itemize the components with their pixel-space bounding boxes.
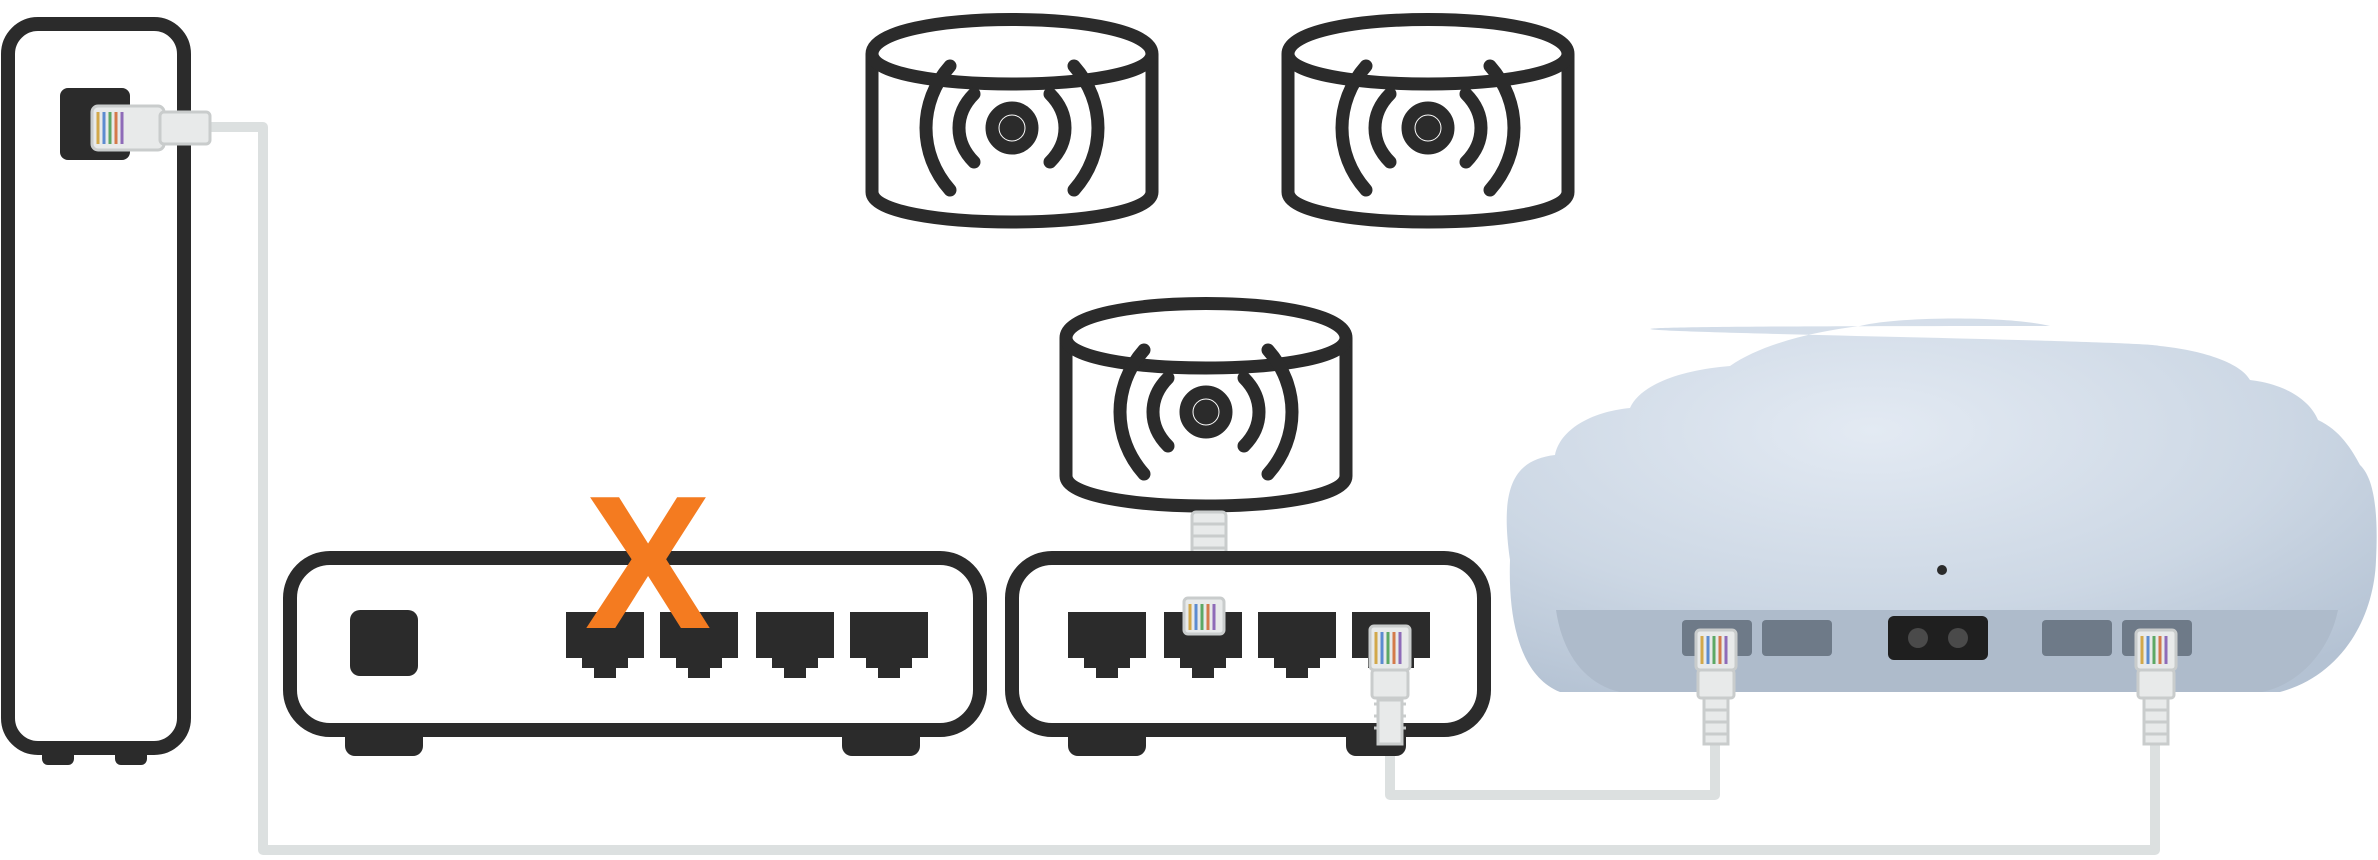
wireless-access-point-icon xyxy=(919,59,1105,197)
ethernet-port xyxy=(1068,612,1146,678)
router-port xyxy=(1762,620,1832,656)
ethernet-port xyxy=(566,612,644,678)
ethernet-port xyxy=(1258,612,1336,678)
wireless-access-point-icon xyxy=(1335,59,1521,197)
mesh-router-plug-left xyxy=(1694,628,1738,746)
switch-left-button xyxy=(350,610,418,676)
mesh-router-led xyxy=(1937,565,1947,575)
modem xyxy=(1,17,212,765)
modem-to-router-cable xyxy=(210,122,2160,855)
ethernet-port xyxy=(850,612,928,678)
wireless-access-point-icon xyxy=(1113,343,1299,481)
switch-right-body xyxy=(1005,551,1491,737)
router-power-port xyxy=(1888,616,1988,660)
switch-to-router-cable xyxy=(1385,720,1720,800)
disabled-x-marker: X xyxy=(585,457,712,669)
modem-body xyxy=(1,17,191,755)
access-point-2 xyxy=(1281,13,1575,229)
ethernet-port xyxy=(756,612,834,678)
modem-ethernet-plug xyxy=(90,104,212,152)
x-marker-label: X xyxy=(585,457,712,669)
switch-right-plug-top xyxy=(1182,596,1226,636)
mesh-router-body xyxy=(1506,318,2377,692)
access-point-1 xyxy=(865,13,1159,229)
router-port xyxy=(2042,620,2112,656)
switch-left xyxy=(283,551,987,756)
switch-right xyxy=(1005,551,1491,756)
mesh-router xyxy=(1506,318,2377,746)
mesh-router-plug-right xyxy=(2134,628,2178,746)
cables xyxy=(210,122,2160,855)
ethernet-port xyxy=(660,612,738,678)
switch-left-ports xyxy=(566,612,928,678)
access-point-3 xyxy=(1059,297,1353,513)
switch-right-plug-bottom xyxy=(1368,624,1412,746)
